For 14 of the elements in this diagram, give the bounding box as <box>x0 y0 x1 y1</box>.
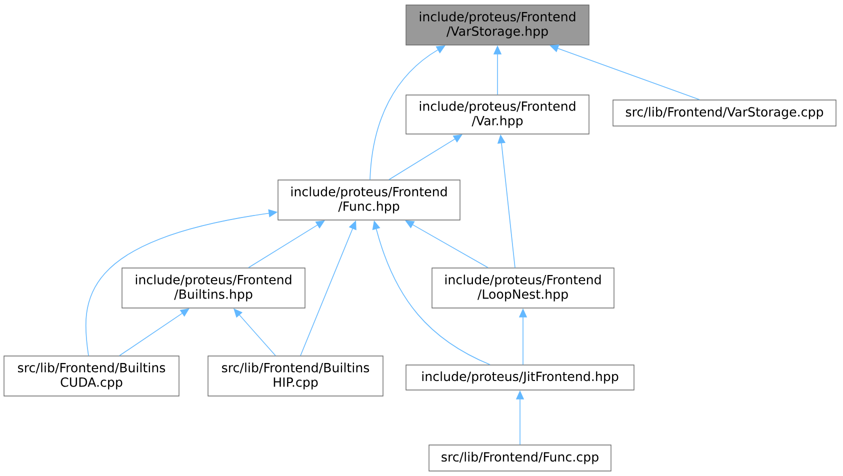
file-box: include/proteus/Frontend /VarStorage.hpp <box>406 4 590 46</box>
arrow <box>370 45 446 180</box>
file-box: src/lib/Frontend/VarStorage.cpp <box>612 100 836 126</box>
file-box: include/proteus/Frontend /Func.hpp <box>278 180 460 220</box>
file-box: include/proteus/Frontend /LoopNest.hpp <box>432 268 614 308</box>
file-box: include/proteus/Frontend /Builtins.hpp <box>122 268 306 308</box>
file-box: include/proteus/JitFrontend.hpp <box>406 364 634 390</box>
file-box: src/lib/Frontend/Builtins HIP.cpp <box>208 356 384 396</box>
arrow <box>388 134 462 180</box>
arrow <box>248 220 325 268</box>
file-box: include/proteus/Frontend /Var.hpp <box>406 94 590 134</box>
arrow <box>405 220 488 268</box>
file-box: src/lib/Frontend/Builtins CUDA.cpp <box>4 356 180 396</box>
file-box: src/lib/Frontend/Func.cpp <box>428 444 612 472</box>
